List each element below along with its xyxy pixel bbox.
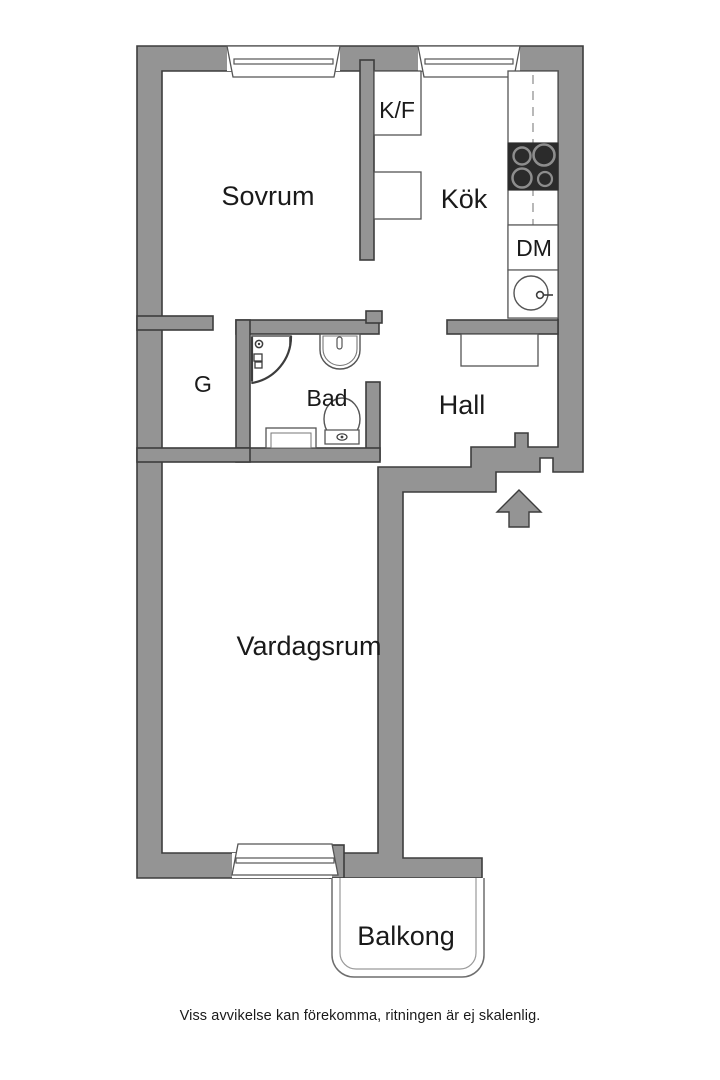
room-labels: Sovrum Kök K/F DM G Bad Hall Vardagsrum … — [194, 97, 552, 951]
bathroom-washbasin — [319, 333, 361, 370]
corner-shower — [250, 335, 293, 385]
wall-hall-divider-left — [136, 315, 214, 331]
kitchen-cabinet — [373, 171, 422, 220]
room-label-hall: Hall — [439, 390, 486, 420]
room-label-dm: DM — [516, 235, 552, 261]
window-kok — [417, 45, 521, 78]
wall-bad-top — [235, 319, 380, 335]
kitchen-fittings — [373, 70, 559, 367]
balcony-door — [231, 843, 339, 878]
kitchen-sink — [507, 269, 559, 319]
room-label-garderob: G — [194, 371, 212, 397]
disclaimer-note: Viss avvikelse kan förekomma, ritningen … — [179, 1008, 541, 1024]
room-label-sovrum: Sovrum — [221, 181, 314, 211]
bathroom-fittings — [250, 333, 361, 449]
room-label-kf: K/F — [379, 97, 415, 123]
outer-walls — [136, 45, 584, 879]
stove-cooktop — [507, 142, 559, 191]
fridge-freezer — [373, 70, 422, 136]
toilet — [323, 397, 361, 445]
bathroom-cabinet — [265, 427, 317, 449]
room-label-balkong: Balkong — [357, 921, 455, 951]
dishwasher — [507, 224, 559, 271]
room-label-bad: Bad — [307, 385, 348, 411]
wall-structure — [136, 45, 584, 879]
window-sovrum — [226, 45, 341, 78]
wall-bad-left — [235, 319, 251, 461]
openings-group — [226, 45, 521, 878]
hall-closet — [460, 333, 539, 367]
room-label-vardagsrum: Vardagsrum — [236, 631, 381, 661]
wall-bad-top-nub — [365, 310, 383, 324]
wall-bad-bottom — [235, 447, 381, 463]
wall-g-bottom — [136, 447, 251, 463]
wall-sovrum-kok — [359, 59, 375, 261]
balcony-outline — [331, 878, 485, 978]
entrance-arrow — [495, 489, 543, 528]
wall-hall-top — [446, 319, 559, 335]
room-label-kok: Kök — [441, 184, 488, 214]
